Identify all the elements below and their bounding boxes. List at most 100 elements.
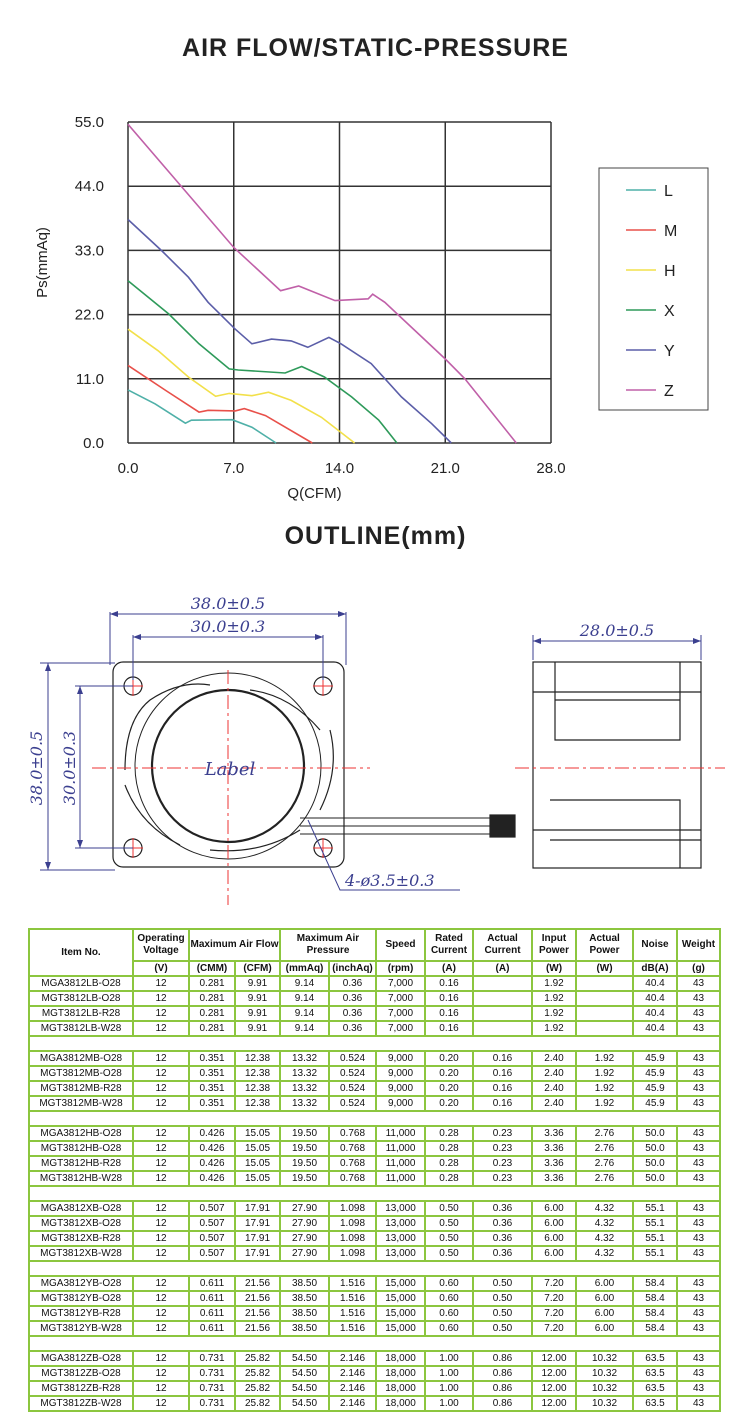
table-cell: 43 <box>676 1365 721 1382</box>
y-tick-label: 33.0 <box>75 242 104 259</box>
table-cell: 9.91 <box>234 1005 281 1022</box>
table-cell: 12 <box>132 1380 190 1397</box>
table-cell: 43 <box>676 1275 721 1292</box>
table-cell: 0.60 <box>424 1275 474 1292</box>
table-cell: 2.76 <box>575 1170 634 1187</box>
table-cell: 0.86 <box>472 1380 533 1397</box>
unit-cell: (CMM) <box>188 960 236 977</box>
table-cell: 0.50 <box>424 1230 474 1247</box>
fan-label: Label <box>204 759 256 780</box>
table-cell: 13.32 <box>279 1065 330 1082</box>
table-cell: 1.92 <box>575 1050 634 1067</box>
table-cell: 12 <box>132 1170 190 1187</box>
table-cell: 0.281 <box>188 990 236 1007</box>
series-line-Z <box>127 123 517 444</box>
table-cell: 9,000 <box>375 1065 426 1082</box>
table-cell: 2.146 <box>328 1395 377 1412</box>
table-cell: 43 <box>676 1320 721 1337</box>
table-cell: 17.91 <box>234 1215 281 1232</box>
table-cell: 15,000 <box>375 1305 426 1322</box>
table-cell: 63.5 <box>632 1350 678 1367</box>
y-tick-label: 44.0 <box>75 178 104 195</box>
table-cell: 21.56 <box>234 1275 281 1292</box>
spacer-cell <box>28 1335 721 1352</box>
item-number-cell: MGT3812ZB-W28 <box>28 1395 134 1412</box>
item-number-cell: MGT3812HB-W28 <box>28 1170 134 1187</box>
table-cell: 11,000 <box>375 1170 426 1187</box>
table-cell: 58.4 <box>632 1305 678 1322</box>
table-cell: 0.16 <box>424 975 474 992</box>
table-cell: 0.426 <box>188 1140 236 1157</box>
table-cell: 0.50 <box>472 1275 533 1292</box>
unit-cell: (A) <box>424 960 474 977</box>
table-cell: 0.281 <box>188 975 236 992</box>
table-cell: 0.36 <box>472 1245 533 1262</box>
table-cell: 43 <box>676 1290 721 1307</box>
table-cell: 0.16 <box>424 1020 474 1037</box>
table-cell: 13,000 <box>375 1230 426 1247</box>
table-cell: 12.00 <box>531 1380 577 1397</box>
y-tick-label: 0.0 <box>83 435 104 452</box>
table-cell: 12 <box>132 1140 190 1157</box>
table-cell: 43 <box>676 1380 721 1397</box>
table-cell: 17.91 <box>234 1230 281 1247</box>
item-number-cell: MGT3812ZB-O28 <box>28 1365 134 1382</box>
table-cell: 63.5 <box>632 1395 678 1412</box>
header-speed: Speed <box>375 928 426 962</box>
table-cell: 1.92 <box>531 990 577 1007</box>
spacer-cell <box>28 1110 721 1127</box>
table-cell: 12 <box>132 1095 190 1112</box>
table-cell: 12 <box>132 1320 190 1337</box>
table-cell: 43 <box>676 1305 721 1322</box>
item-number-cell: MGT3812XB-R28 <box>28 1230 134 1247</box>
table-cell: 21.56 <box>234 1320 281 1337</box>
table-cell: 17.91 <box>234 1245 281 1262</box>
table-cell: 0.50 <box>424 1200 474 1217</box>
item-number-cell: MGA3812YB-O28 <box>28 1275 134 1292</box>
legend-box <box>598 167 709 411</box>
table-cell: 6.00 <box>531 1230 577 1247</box>
table-cell: 43 <box>676 990 721 1007</box>
table-cell: 0.50 <box>472 1305 533 1322</box>
table-cell: 6.00 <box>531 1245 577 1262</box>
table-cell: 15.05 <box>234 1140 281 1157</box>
table-cell: 12 <box>132 1395 190 1412</box>
y-tick-label: 55.0 <box>75 114 104 131</box>
table-cell: 12 <box>132 1080 190 1097</box>
legend-label: Z <box>664 383 674 400</box>
table-cell: 15.05 <box>234 1125 281 1142</box>
table-cell: 4.32 <box>575 1230 634 1247</box>
table-cell: 0.50 <box>472 1320 533 1337</box>
table-cell: 2.76 <box>575 1140 634 1157</box>
item-number-cell: MGT3812HB-R28 <box>28 1155 134 1172</box>
table-cell: 0.36 <box>472 1230 533 1247</box>
table-cell: 9.14 <box>279 1020 330 1037</box>
item-number-cell: MGT3812MB-W28 <box>28 1095 134 1112</box>
table-cell: 9.14 <box>279 990 330 1007</box>
table-cell: 12 <box>132 1020 190 1037</box>
table-cell: 1.098 <box>328 1200 377 1217</box>
series-line-H <box>127 328 356 444</box>
table-cell: 1.92 <box>575 1065 634 1082</box>
table-cell: 2.76 <box>575 1125 634 1142</box>
table-cell: 0.36 <box>328 990 377 1007</box>
table-cell: 18,000 <box>375 1380 426 1397</box>
table-cell: 0.507 <box>188 1215 236 1232</box>
table-cell: 11,000 <box>375 1125 426 1142</box>
table-cell: 15,000 <box>375 1320 426 1337</box>
table-cell <box>575 1005 634 1022</box>
header-input-power: Input Power <box>531 928 577 962</box>
table-cell: 0.507 <box>188 1200 236 1217</box>
table-cell: 0.28 <box>424 1155 474 1172</box>
table-cell: 4.32 <box>575 1245 634 1262</box>
table-cell: 4.32 <box>575 1200 634 1217</box>
table-cell: 0.16 <box>472 1095 533 1112</box>
table-cell: 1.516 <box>328 1275 377 1292</box>
table-cell: 7,000 <box>375 990 426 1007</box>
table-cell: 2.40 <box>531 1050 577 1067</box>
